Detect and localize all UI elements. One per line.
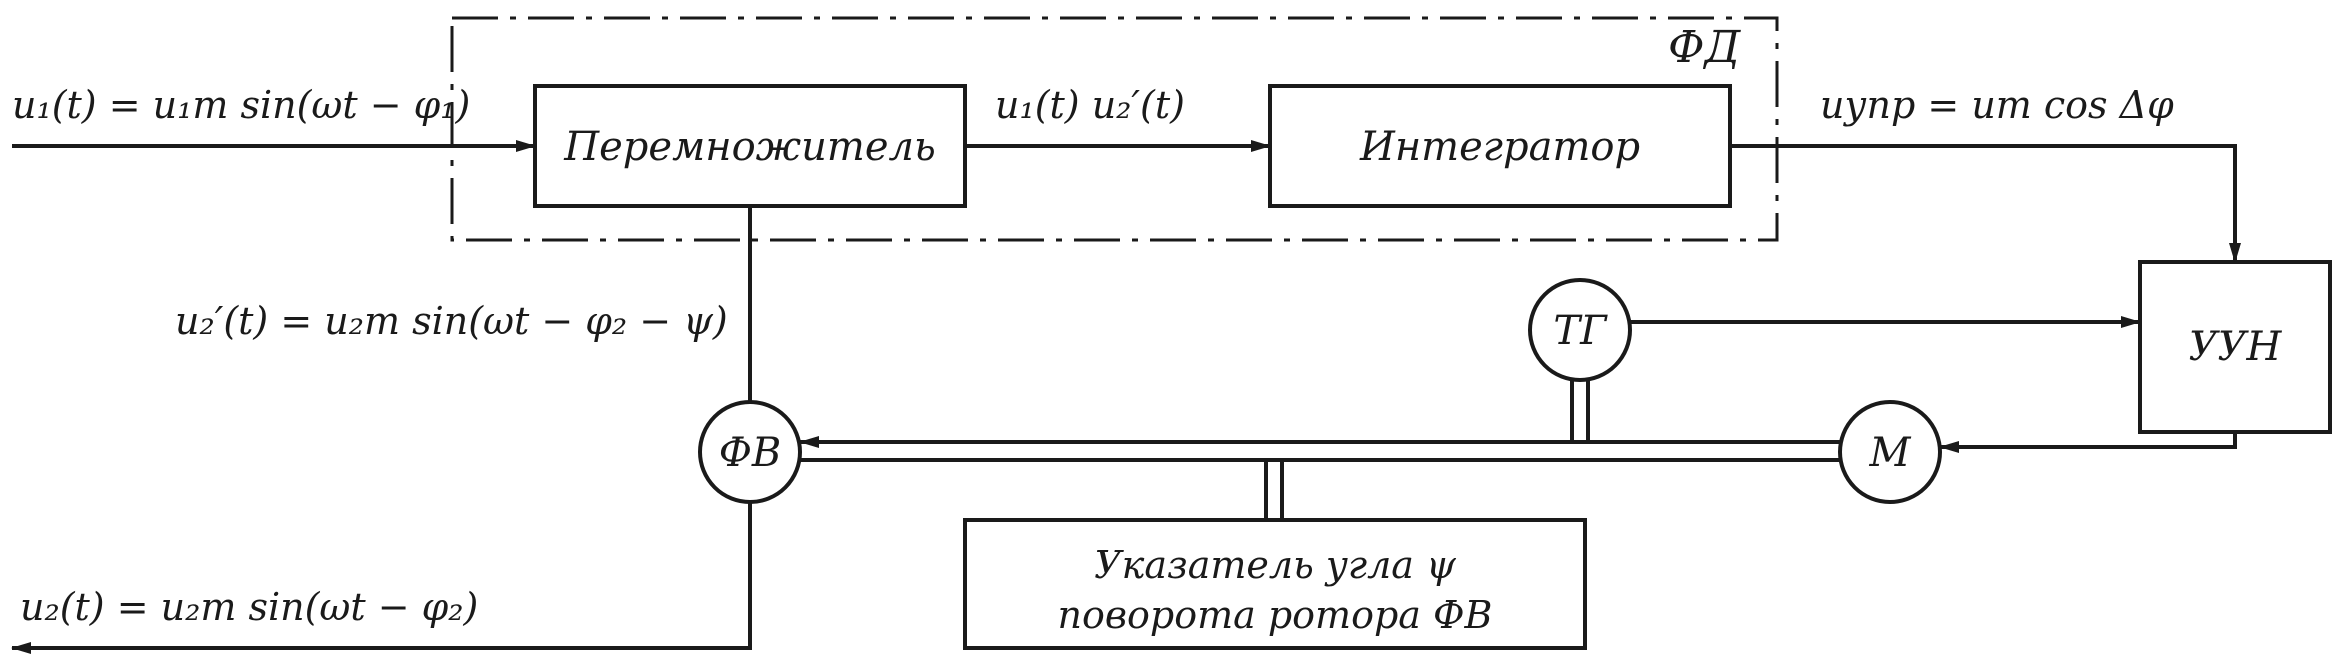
motor-label: М xyxy=(1869,430,1912,476)
uun-to-motor-line xyxy=(1939,432,2237,453)
tachogenerator-circle xyxy=(1528,278,1632,382)
phase-shifter-label: ФВ xyxy=(719,430,782,476)
phase-detector-boundary xyxy=(450,16,1779,242)
multiplier-label: Перемножитель xyxy=(563,124,936,170)
angle-indicator-block xyxy=(963,518,1587,650)
product-label: u₁(t) u₂′(t) xyxy=(995,83,1185,127)
angle-indicator-line2: поворота ротора ФВ xyxy=(1058,593,1493,637)
multiplier-block xyxy=(533,84,967,208)
uun-label: УУН xyxy=(2189,324,2283,370)
phase-detector-label: ФД xyxy=(1668,22,1742,73)
angle-indicator-line1: Указатель угла ψ xyxy=(1094,543,1457,587)
u2-input-label: u₂(t) = u₂m sin(ωt − φ₂) xyxy=(20,585,478,629)
control-voltage-line xyxy=(1730,144,2241,263)
integrator-label: Интегратор xyxy=(1359,124,1640,170)
u1-input-label: u₁(t) = u₁m sin(ωt − φ₁) xyxy=(12,83,470,127)
u2-input-line xyxy=(11,502,752,654)
control-voltage-label: uупр = um cos Δφ xyxy=(1820,83,2174,127)
u2-shifted-label: u₂′(t) = u₂m sin(ωt − φ₂ − ψ) xyxy=(175,299,728,343)
integrator-block xyxy=(1268,84,1732,208)
tachogenerator-label: ТГ xyxy=(1553,308,1608,354)
